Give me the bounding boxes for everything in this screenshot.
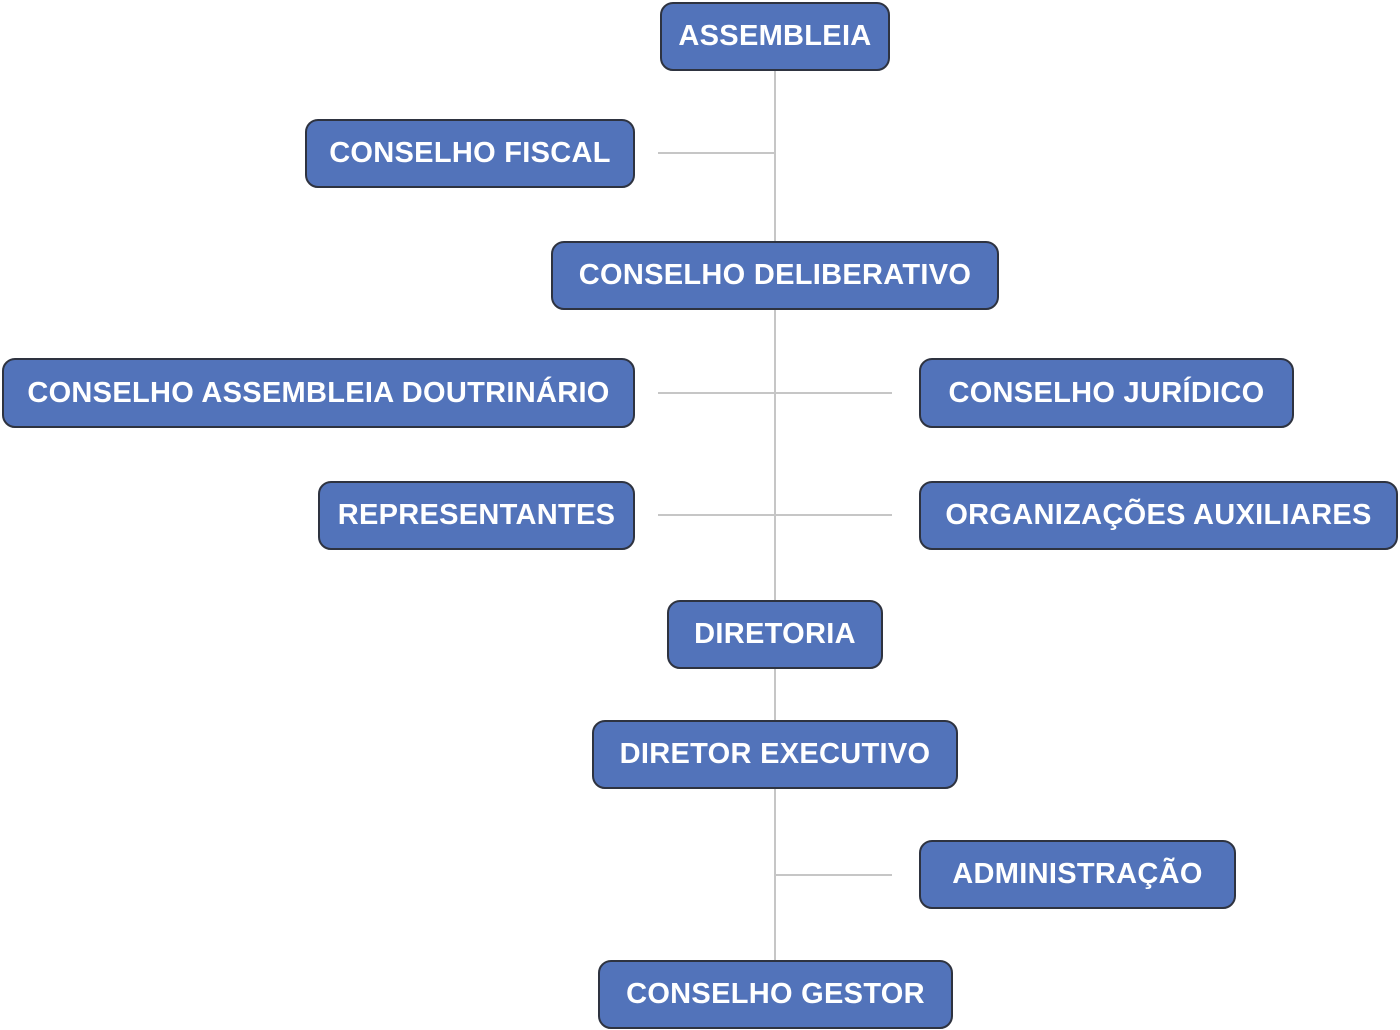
node-organizacoes-auxiliares: ORGANIZAÇÕES AUXILIARES <box>919 481 1398 550</box>
node-diretoria: DIRETORIA <box>667 600 883 669</box>
node-conselho-juridico: CONSELHO JURÍDICO <box>919 358 1294 428</box>
connector-administracao <box>775 874 892 876</box>
node-administracao: ADMINISTRAÇÃO <box>919 840 1236 909</box>
node-conselho-deliberativo: CONSELHO DELIBERATIVO <box>551 241 999 310</box>
node-representantes: REPRESENTANTES <box>318 481 635 550</box>
node-conselho-gestor: CONSELHO GESTOR <box>598 960 953 1029</box>
node-conselho-assembleia-doutrinario: CONSELHO ASSEMBLEIA DOUTRINÁRIO <box>2 358 635 428</box>
node-diretor-executivo: DIRETOR EXECUTIVO <box>592 720 958 789</box>
connector-row-representantes-organizacoes <box>658 514 892 516</box>
node-conselho-fiscal: CONSELHO FISCAL <box>305 119 635 188</box>
connector-conselho-fiscal <box>658 152 775 154</box>
connector-row-doutrinario-juridico <box>658 392 892 394</box>
node-assembleia: ASSEMBLEIA <box>660 2 890 71</box>
